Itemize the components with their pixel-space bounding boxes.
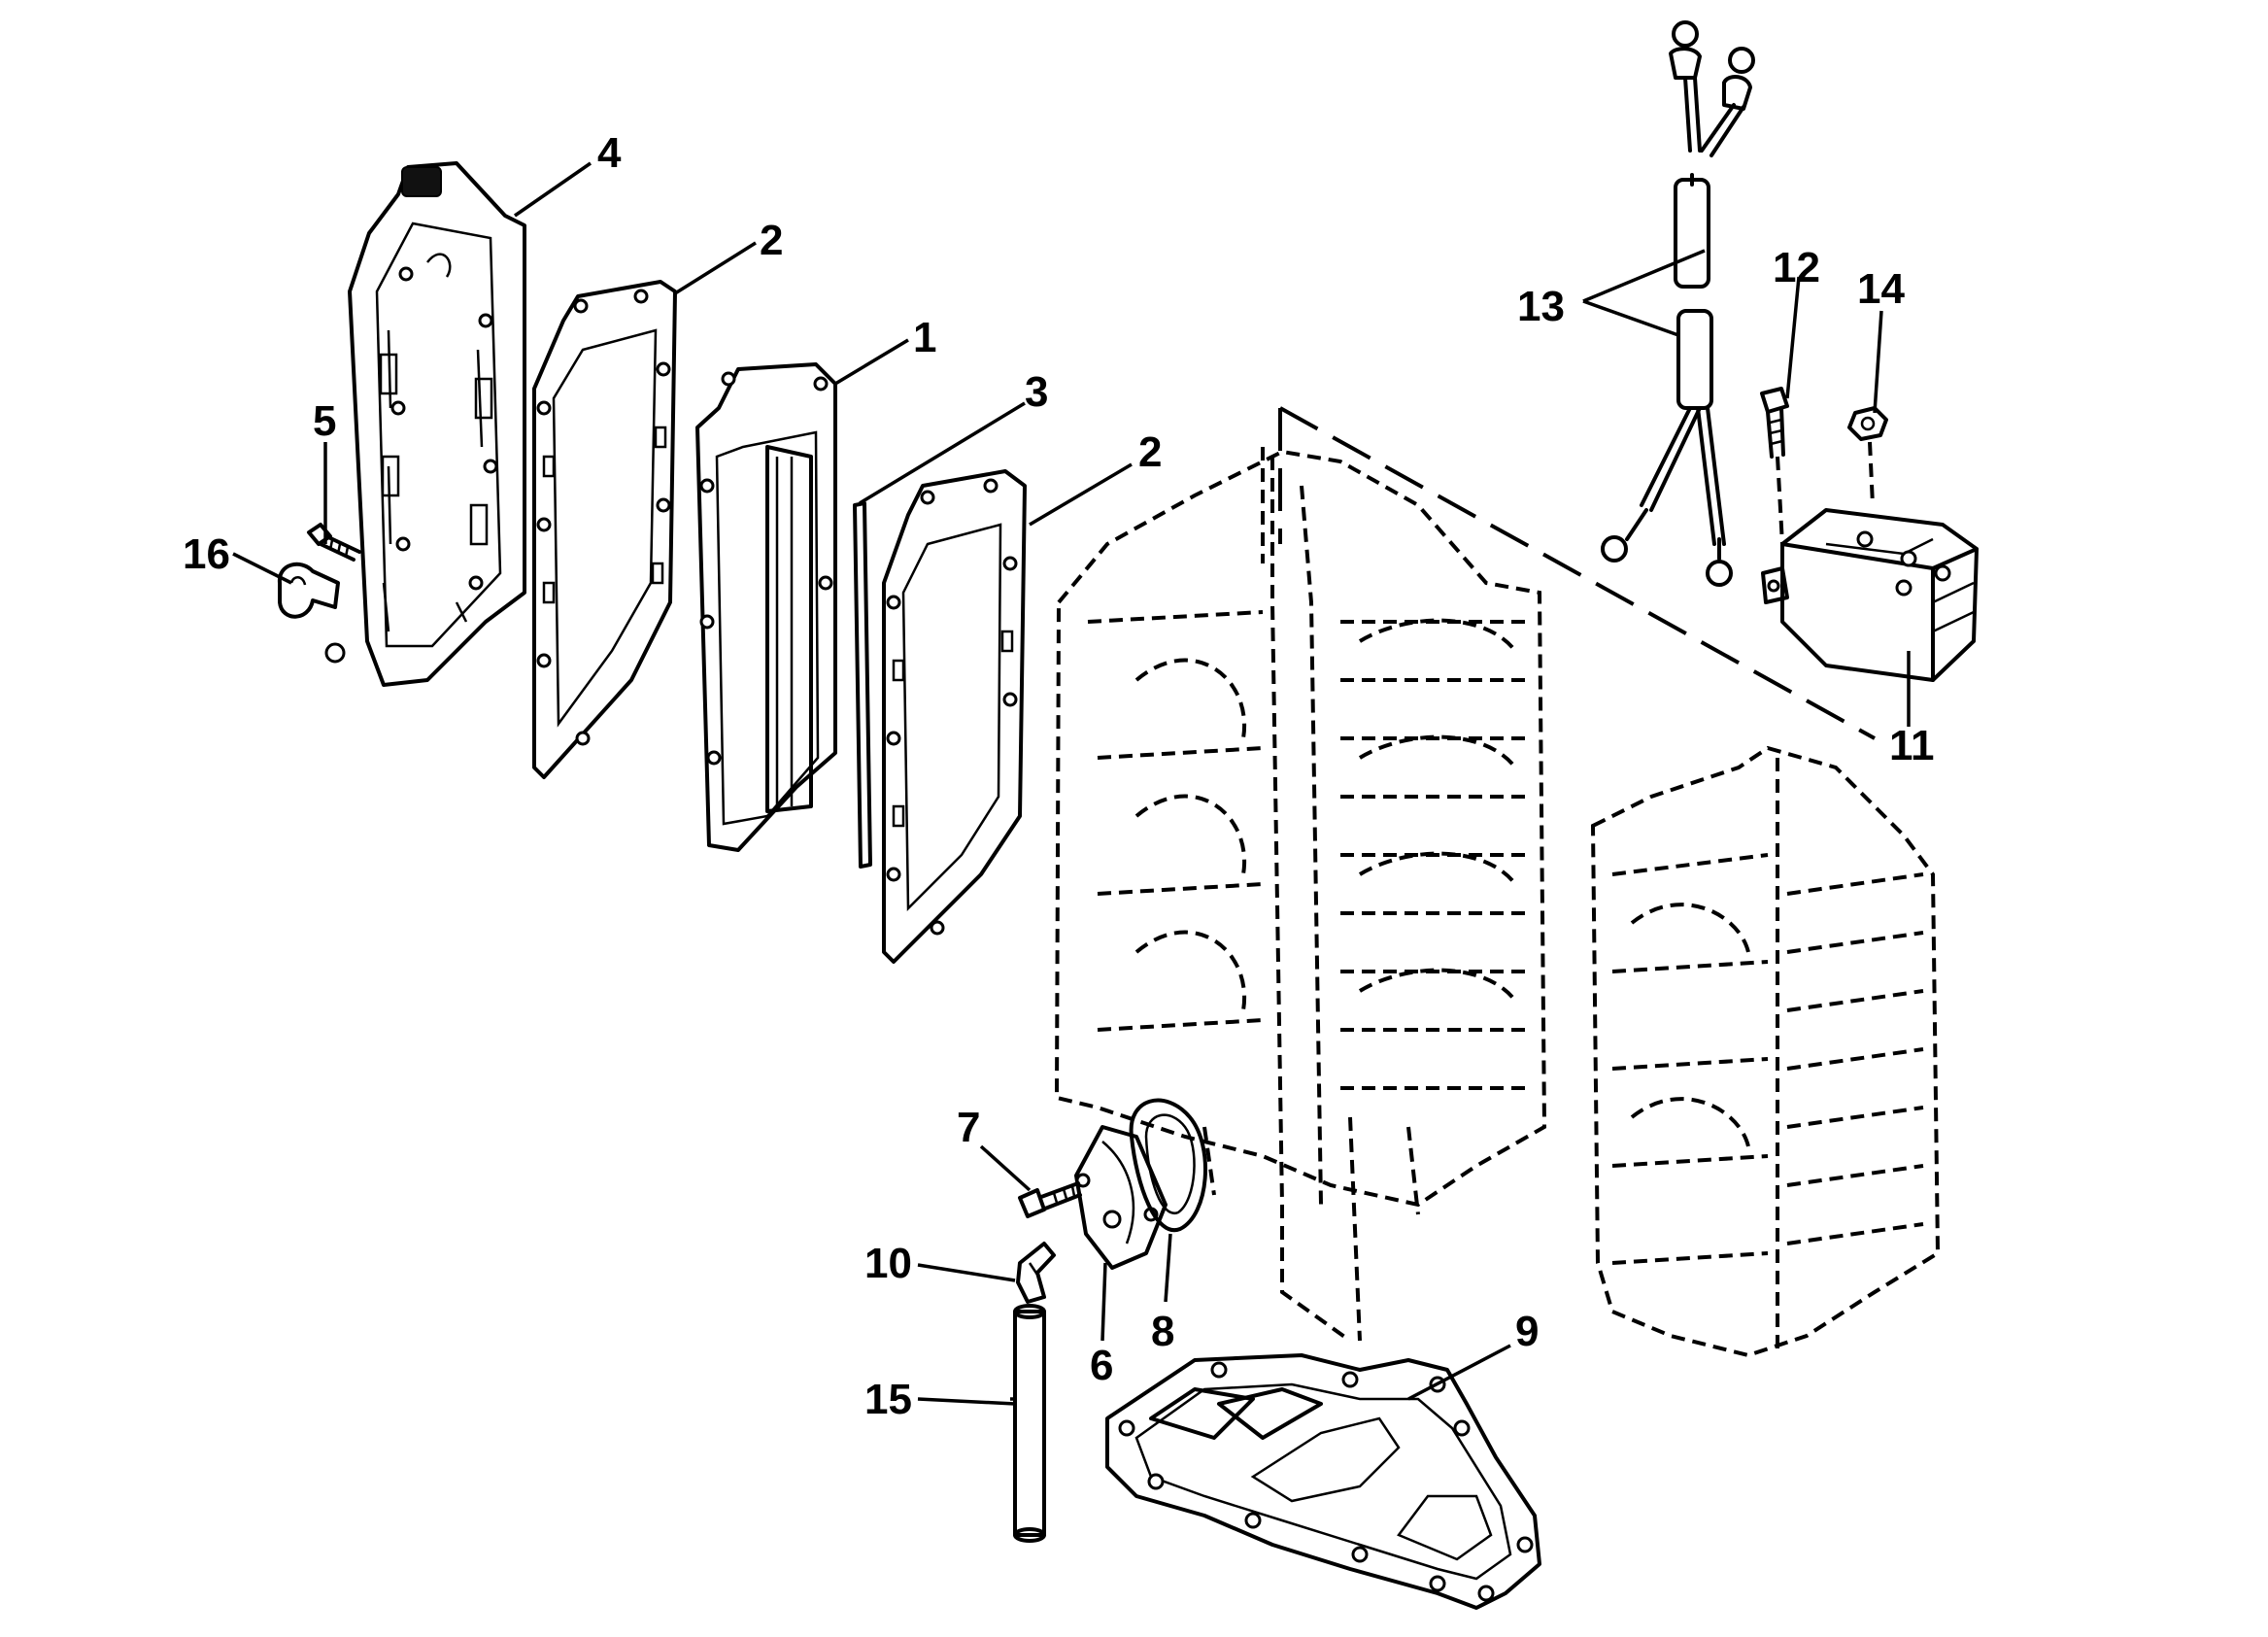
leader-lines [232, 161, 1911, 1406]
module-part-11 [1761, 508, 1979, 682]
plate-part-1 [695, 362, 837, 852]
gasket-part-2-first [532, 280, 677, 779]
callout-1: 1 [913, 314, 936, 361]
hose-part-15 [1013, 1304, 1046, 1543]
callout-8: 8 [1151, 1308, 1174, 1355]
cover-part-6 [1074, 1125, 1168, 1270]
callout-7: 7 [957, 1104, 980, 1151]
nut-part-14 [1847, 406, 1888, 441]
cover-plate-part-4 [324, 161, 526, 687]
callout-2-second: 2 [1138, 428, 1162, 476]
wire-harness-part-13 [1601, 20, 1755, 587]
gasket-part-8 [1129, 1098, 1207, 1233]
callout-11: 11 [1889, 722, 1935, 769]
callout-9: 9 [1515, 1308, 1539, 1355]
callout-14: 14 [1857, 265, 1905, 313]
callout-2-first: 2 [760, 217, 783, 264]
engine-block-reference [1054, 447, 1547, 1343]
callout-15: 15 [864, 1376, 912, 1423]
crankcase-reference [1590, 745, 1941, 1358]
callout-12: 12 [1773, 244, 1820, 291]
callout-16: 16 [183, 530, 230, 578]
screw-part-12 [1760, 387, 1789, 459]
gasket-part-2-second [882, 469, 1027, 964]
callout-5: 5 [313, 397, 336, 445]
elbow-fitting-part-10 [1016, 1242, 1056, 1304]
assembly-line [1278, 406, 1876, 740]
screw-part-5 [307, 523, 361, 562]
bolt-part-7 [1018, 1181, 1082, 1218]
callout-13: 13 [1517, 283, 1565, 330]
seal-strip-part-3 [853, 501, 872, 869]
callout-6: 6 [1090, 1342, 1113, 1389]
callout-4: 4 [597, 129, 622, 177]
callout-10: 10 [864, 1240, 912, 1287]
base-gasket-part-9 [1105, 1353, 1541, 1610]
guide-lines [1776, 441, 1875, 545]
clamp-part-16 [277, 562, 340, 619]
callout-3: 3 [1025, 368, 1048, 416]
